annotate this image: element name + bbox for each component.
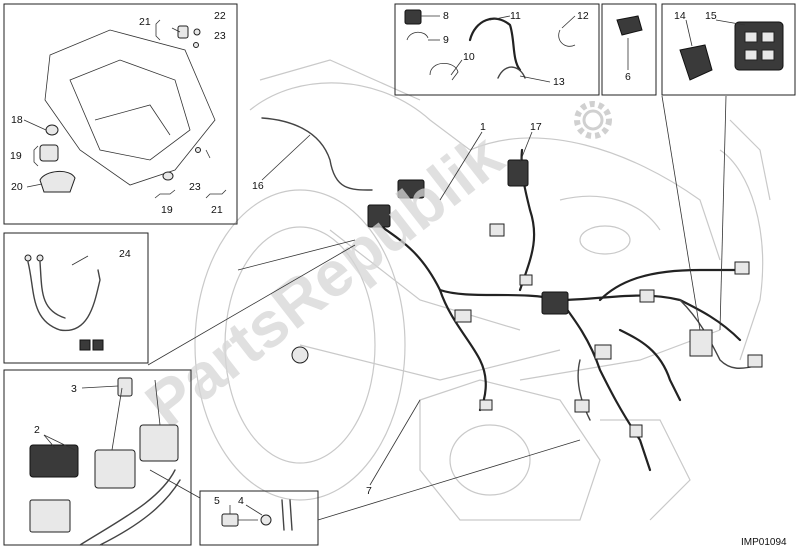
callout-6: 6 — [625, 71, 631, 83]
inset-rear-tail — [3, 3, 238, 225]
inset-clips — [394, 3, 600, 96]
callout-16: 16 — [252, 180, 264, 192]
callout-15: 15 — [705, 10, 717, 22]
inset-wire-24 — [3, 232, 149, 364]
callout-20: 20 — [11, 181, 23, 193]
callout-4: 4 — [238, 495, 244, 507]
callout-17: 17 — [530, 121, 542, 133]
gear-icon — [574, 101, 612, 139]
leader-lines — [23, 15, 746, 521]
callout-19-left: 19 — [10, 150, 22, 162]
inset-part-6 — [601, 3, 657, 96]
watermark: PartsRepublik — [132, 119, 516, 441]
callout-12: 12 — [577, 10, 589, 22]
callout-8: 8 — [443, 10, 449, 22]
callout-22: 22 — [214, 10, 226, 22]
callout-10: 10 — [463, 51, 475, 63]
callout-23-bottom: 23 — [189, 181, 201, 193]
callout-9: 9 — [443, 34, 449, 46]
motorcycle-outline — [194, 59, 771, 521]
inset-parts-14-15 — [661, 3, 796, 96]
main-harness — [261, 117, 763, 472]
callout-19-bottom: 19 — [161, 204, 173, 216]
inset-relays — [3, 369, 192, 546]
callout-5: 5 — [214, 495, 220, 507]
figure-code: IMP01094 — [741, 537, 787, 548]
callout-labels: 1 17 8 9 10 11 12 13 6 14 15 16 7 21 22 … — [10, 10, 717, 507]
callout-2: 2 — [34, 424, 40, 436]
callout-13: 13 — [553, 76, 565, 88]
callout-21-bottom: 21 — [211, 204, 223, 216]
callout-21-top: 21 — [139, 16, 151, 28]
callout-7: 7 — [366, 485, 372, 497]
callout-3: 3 — [71, 383, 77, 395]
callout-23-top: 23 — [214, 30, 226, 42]
inset-screws — [199, 490, 319, 546]
callout-14: 14 — [674, 10, 686, 22]
callout-11: 11 — [510, 10, 521, 22]
callout-18: 18 — [11, 114, 23, 126]
callout-24: 24 — [119, 248, 131, 260]
callout-1: 1 — [480, 121, 486, 133]
